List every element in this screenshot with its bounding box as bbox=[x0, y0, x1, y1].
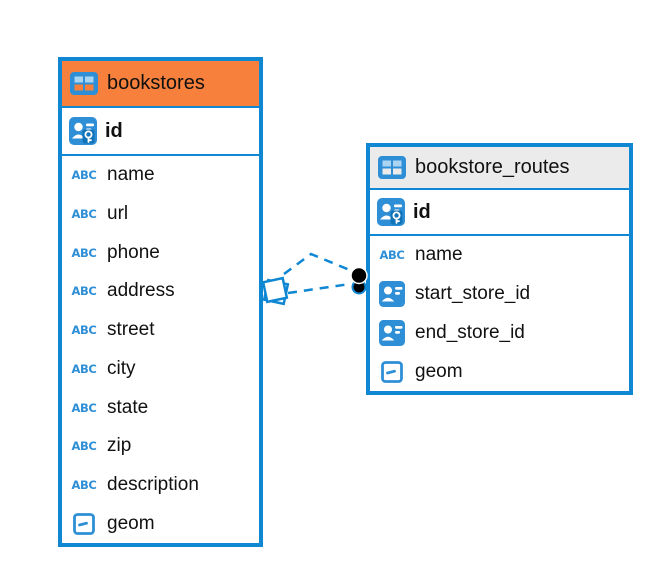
primary-key-name: id bbox=[105, 119, 123, 142]
text-abc-icon: ABC bbox=[71, 207, 97, 222]
primary-key-row[interactable]: id bbox=[62, 108, 259, 156]
id-key-icon bbox=[69, 117, 97, 145]
table-bookstore-routes[interactable]: bookstore_routes id ABC name bbox=[366, 143, 633, 395]
column-name: geom bbox=[415, 360, 463, 382]
text-abc-icon: ABC bbox=[71, 284, 97, 299]
column-row[interactable]: geom bbox=[370, 352, 629, 391]
relationship-line-lower[interactable] bbox=[287, 282, 351, 295]
id-key-icon bbox=[377, 198, 405, 226]
column-name: description bbox=[107, 473, 199, 495]
column-row[interactable]: ABC name bbox=[62, 156, 259, 195]
table-icon bbox=[378, 156, 406, 179]
text-abc-icon: ABC bbox=[71, 400, 97, 415]
primary-key-name: id bbox=[413, 200, 431, 223]
column-list: ABC name start_store_id bbox=[370, 236, 629, 391]
column-list: ABC name ABC url ABC phone ABC address A… bbox=[62, 156, 259, 543]
id-card-icon bbox=[378, 281, 406, 308]
table-bookstores[interactable]: bookstores id ABC name ABC url bbox=[58, 57, 263, 547]
column-name: start_store_id bbox=[415, 283, 531, 305]
column-row[interactable]: geom bbox=[62, 504, 259, 543]
primary-key-row[interactable]: id bbox=[370, 190, 629, 236]
column-name: state bbox=[107, 396, 149, 418]
column-row[interactable]: ABC name bbox=[370, 236, 629, 275]
column-name: name bbox=[107, 164, 155, 186]
column-row[interactable]: ABC zip bbox=[62, 427, 259, 466]
column-name: address bbox=[107, 280, 175, 302]
column-name: url bbox=[107, 203, 129, 225]
relationship-line[interactable] bbox=[261, 252, 368, 306]
column-row[interactable]: ABC state bbox=[62, 388, 259, 427]
geometry-icon bbox=[70, 512, 98, 535]
column-name: zip bbox=[107, 435, 132, 457]
column-row[interactable]: start_store_id bbox=[370, 275, 629, 314]
table-title: bookstores bbox=[107, 72, 205, 94]
column-row[interactable]: ABC street bbox=[62, 311, 259, 350]
column-name: geom bbox=[107, 512, 155, 534]
text-abc-icon: ABC bbox=[71, 361, 97, 376]
column-row[interactable]: ABC description bbox=[62, 466, 259, 505]
id-card-icon bbox=[378, 319, 406, 346]
table-header-bookstore-routes[interactable]: bookstore_routes bbox=[370, 147, 629, 190]
text-abc-icon: ABC bbox=[71, 168, 97, 183]
text-abc-icon: ABC bbox=[379, 248, 405, 263]
relationship-line-upper[interactable] bbox=[283, 252, 353, 276]
column-name: street bbox=[107, 319, 155, 341]
dot-marker[interactable] bbox=[350, 266, 368, 295]
diamond-marker[interactable] bbox=[261, 276, 290, 306]
text-abc-icon: ABC bbox=[71, 323, 97, 338]
column-row[interactable]: ABC address bbox=[62, 272, 259, 311]
column-row[interactable]: ABC city bbox=[62, 350, 259, 389]
geometry-icon bbox=[378, 360, 406, 383]
column-name: city bbox=[107, 357, 136, 379]
column-row[interactable]: ABC phone bbox=[62, 233, 259, 272]
text-abc-icon: ABC bbox=[71, 439, 97, 454]
column-name: phone bbox=[107, 241, 160, 263]
table-title: bookstore_routes bbox=[415, 156, 570, 178]
table-header-bookstores[interactable]: bookstores bbox=[62, 61, 259, 108]
table-icon bbox=[70, 72, 98, 95]
text-abc-icon: ABC bbox=[71, 245, 97, 260]
column-row[interactable]: ABC url bbox=[62, 195, 259, 234]
text-abc-icon: ABC bbox=[71, 477, 97, 492]
column-row[interactable]: end_store_id bbox=[370, 314, 629, 353]
column-name: end_store_id bbox=[415, 321, 525, 343]
column-name: name bbox=[415, 244, 463, 266]
